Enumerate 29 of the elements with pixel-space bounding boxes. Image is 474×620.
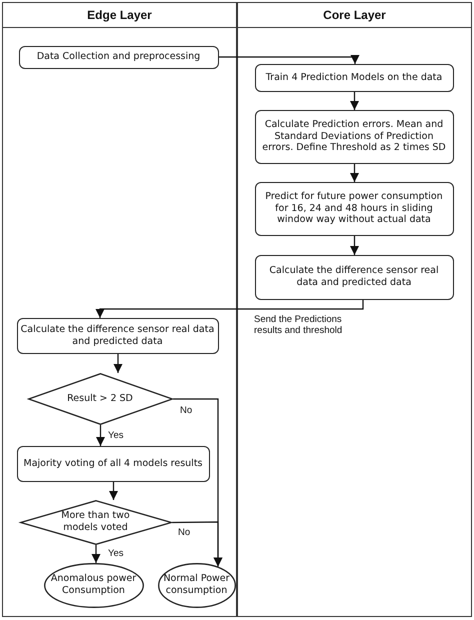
process-box: Calculate the difference sensor real data and predicted data (254, 254, 454, 300)
edge-label: No (178, 527, 190, 538)
arrow (172, 521, 222, 567)
arrow (219, 55, 360, 64)
process-box: Majority voting of all 4 models results (16, 446, 210, 482)
arrow (96, 425, 105, 446)
lane-heading: Core Layer (323, 8, 386, 22)
arrow (350, 92, 359, 110)
terminal-ellipse: Normal Power consumption (158, 562, 236, 608)
edge-label: No (180, 405, 192, 416)
arrow (109, 482, 118, 500)
process-box: Calculate Prediction errors. Mean and Standard Deviations of Prediction errors. Define Threshold as 2 times SD (254, 110, 454, 164)
process-box: Train 4 Prediction Models on the data (254, 64, 454, 92)
arrow (92, 545, 100, 564)
swimlane (237, 2, 472, 617)
process-box: Calculate the difference sensor real data and predicted data (16, 318, 218, 354)
terminal-ellipse: Anomalous power Consumption (44, 562, 144, 608)
edge-label: Yes (108, 548, 124, 560)
edge-label: Yes (108, 430, 124, 442)
process-box: Data Collection and preprocessing (18, 46, 218, 68)
arrow (350, 164, 359, 182)
arrow (96, 300, 364, 318)
decision-diamond: Result > 2 SD (28, 372, 172, 424)
arrow (350, 236, 359, 255)
swimlane (2, 2, 237, 617)
lane-heading: Edge Layer (87, 8, 152, 22)
process-box: Predict for future power consumption for 16, 24 and 48 hours in sliding window way without actual data (254, 182, 454, 236)
decision-diamond: More than two models voted (20, 500, 172, 544)
arrow (114, 354, 122, 373)
